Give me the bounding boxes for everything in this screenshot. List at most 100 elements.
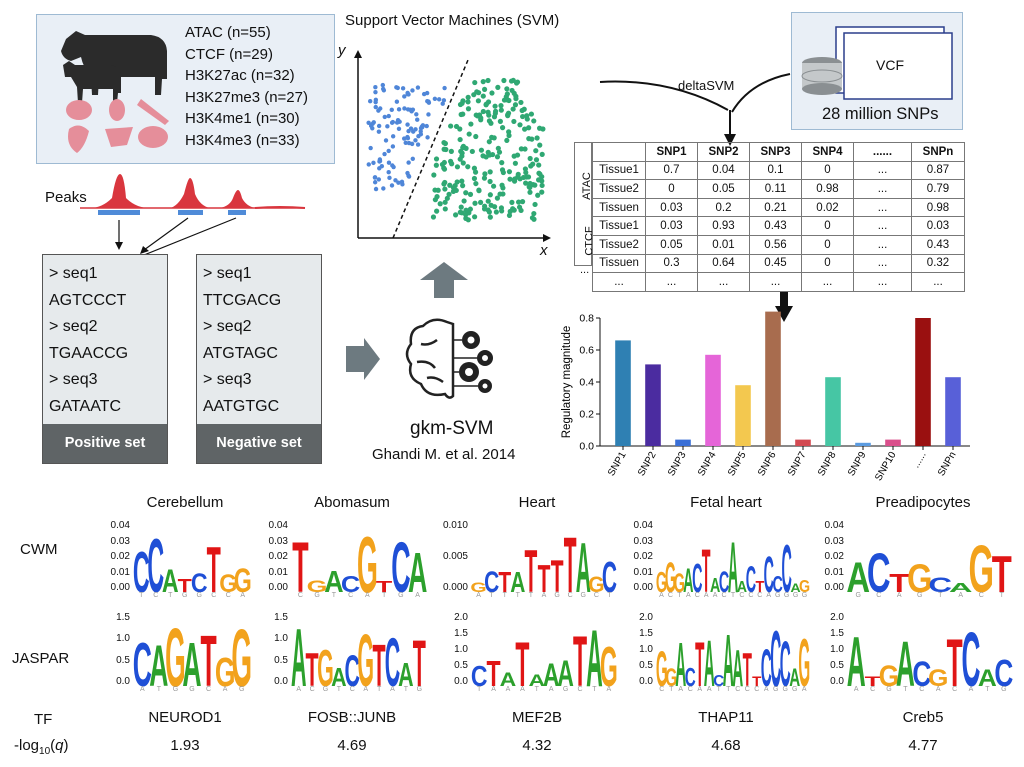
motif-letter: C — [695, 592, 700, 598]
table-cell: 0 — [801, 160, 854, 181]
motif-letter: T — [992, 547, 1012, 598]
motif-tick-label: 1.5 — [830, 628, 844, 639]
table-cell: ... — [911, 272, 965, 292]
negative-set-label: Negative set — [197, 424, 321, 463]
motif-letter: C — [133, 631, 152, 692]
svm-point — [510, 106, 516, 112]
svm-point — [406, 160, 411, 165]
negative-set-box: > seq1 TTCGACG > seq2 ATGTAGC > seq3 AAT… — [196, 254, 322, 464]
motif-letter: G — [197, 592, 202, 598]
motif-letter: C — [735, 686, 740, 692]
svm-point — [424, 123, 429, 129]
tf-name: NEUROD1 — [148, 709, 222, 726]
motif-letter: A — [707, 686, 712, 692]
motif-tick-label: 0.010 — [442, 520, 468, 531]
svm-point — [487, 169, 493, 175]
table-cell: 0.01 — [697, 234, 750, 255]
svm-point — [472, 169, 479, 175]
motif-letter: T — [332, 592, 337, 598]
q-value: 1.93 — [170, 737, 200, 754]
seq-line: > seq1 — [203, 265, 252, 282]
motif-letter: A — [324, 565, 343, 598]
svm-point — [489, 90, 495, 96]
motif-letter: C — [211, 592, 216, 598]
svm-point — [485, 207, 491, 213]
motif-letter: A — [697, 686, 702, 692]
table-cell: Tissuen — [592, 253, 646, 274]
svm-point — [442, 85, 447, 91]
vcf-label: VCF — [876, 57, 904, 73]
svm-point — [523, 169, 529, 176]
q-value: 4.68 — [711, 737, 741, 754]
x-tick-label: SNP5 — [726, 450, 749, 479]
svm-point — [518, 99, 524, 106]
svm-point — [480, 108, 486, 115]
bar — [735, 385, 751, 446]
svm-point — [480, 153, 486, 159]
motif-letter: A — [854, 686, 859, 692]
motif-letter: C — [719, 565, 730, 598]
svm-point — [432, 197, 438, 203]
table-cell: 0.05 — [697, 179, 750, 199]
svm-point — [457, 209, 463, 215]
svm-point — [530, 161, 536, 167]
motif-letter: T — [731, 592, 736, 598]
svm-point — [411, 129, 416, 134]
motif-letter: A — [415, 592, 420, 598]
motif-letter: A — [140, 686, 145, 692]
mark-item: H3K4me1 (n=30) — [185, 110, 300, 127]
bar — [855, 442, 871, 446]
svm-point — [539, 189, 545, 195]
motif-letter: C — [754, 686, 759, 692]
motif-tick-label: 2.0 — [454, 612, 468, 623]
svm-point — [396, 180, 401, 185]
motif-tick-label: 0.5 — [454, 660, 468, 671]
svm-point — [536, 170, 542, 176]
bar — [705, 354, 721, 446]
motif-letter: C — [471, 659, 488, 692]
y-tick-label: 0.0 — [579, 441, 594, 453]
motif-letter: G — [581, 592, 586, 598]
svm-point — [367, 99, 373, 104]
motif-letter: A — [549, 686, 554, 692]
svm-point — [519, 199, 526, 205]
motif-tick-label: 0.00 — [110, 582, 130, 593]
svm-point — [531, 210, 537, 217]
svm-point — [465, 164, 471, 170]
motif-letter: A — [576, 530, 591, 598]
motif-letter: A — [675, 630, 686, 692]
motif-letter: T — [889, 569, 909, 598]
svm-point — [453, 123, 460, 130]
marks-list: ATAC (n=55) CTCF (n=29) H3K27ac (n=32) H… — [185, 22, 308, 151]
motif-letter: T — [306, 644, 319, 692]
motif-letter: C — [979, 592, 984, 598]
motif-letter: C — [748, 592, 753, 598]
svm-point — [511, 153, 517, 159]
svm-point — [475, 113, 481, 119]
table-cell: Tissue2 — [592, 179, 646, 199]
bar — [885, 439, 901, 446]
svm-point — [499, 208, 505, 214]
motif-letter: A — [710, 574, 721, 597]
svm-point — [382, 151, 387, 157]
table-cell: 0.98 — [801, 179, 854, 199]
table-cell: ... — [592, 272, 646, 292]
motif-letter: T — [564, 526, 577, 598]
table-header: SNP4 — [801, 142, 854, 162]
motif-tick-label: 0.01 — [633, 566, 653, 578]
motif-tick-label: 0.03 — [824, 535, 844, 547]
svm-point — [506, 169, 513, 175]
motif-letter: A — [766, 592, 771, 598]
motif-letter: T — [669, 686, 674, 692]
svm-point — [371, 160, 376, 166]
svm-point — [390, 134, 396, 139]
svm-point — [499, 167, 506, 173]
svm-point — [378, 106, 383, 111]
motif-letter: A — [713, 592, 718, 598]
